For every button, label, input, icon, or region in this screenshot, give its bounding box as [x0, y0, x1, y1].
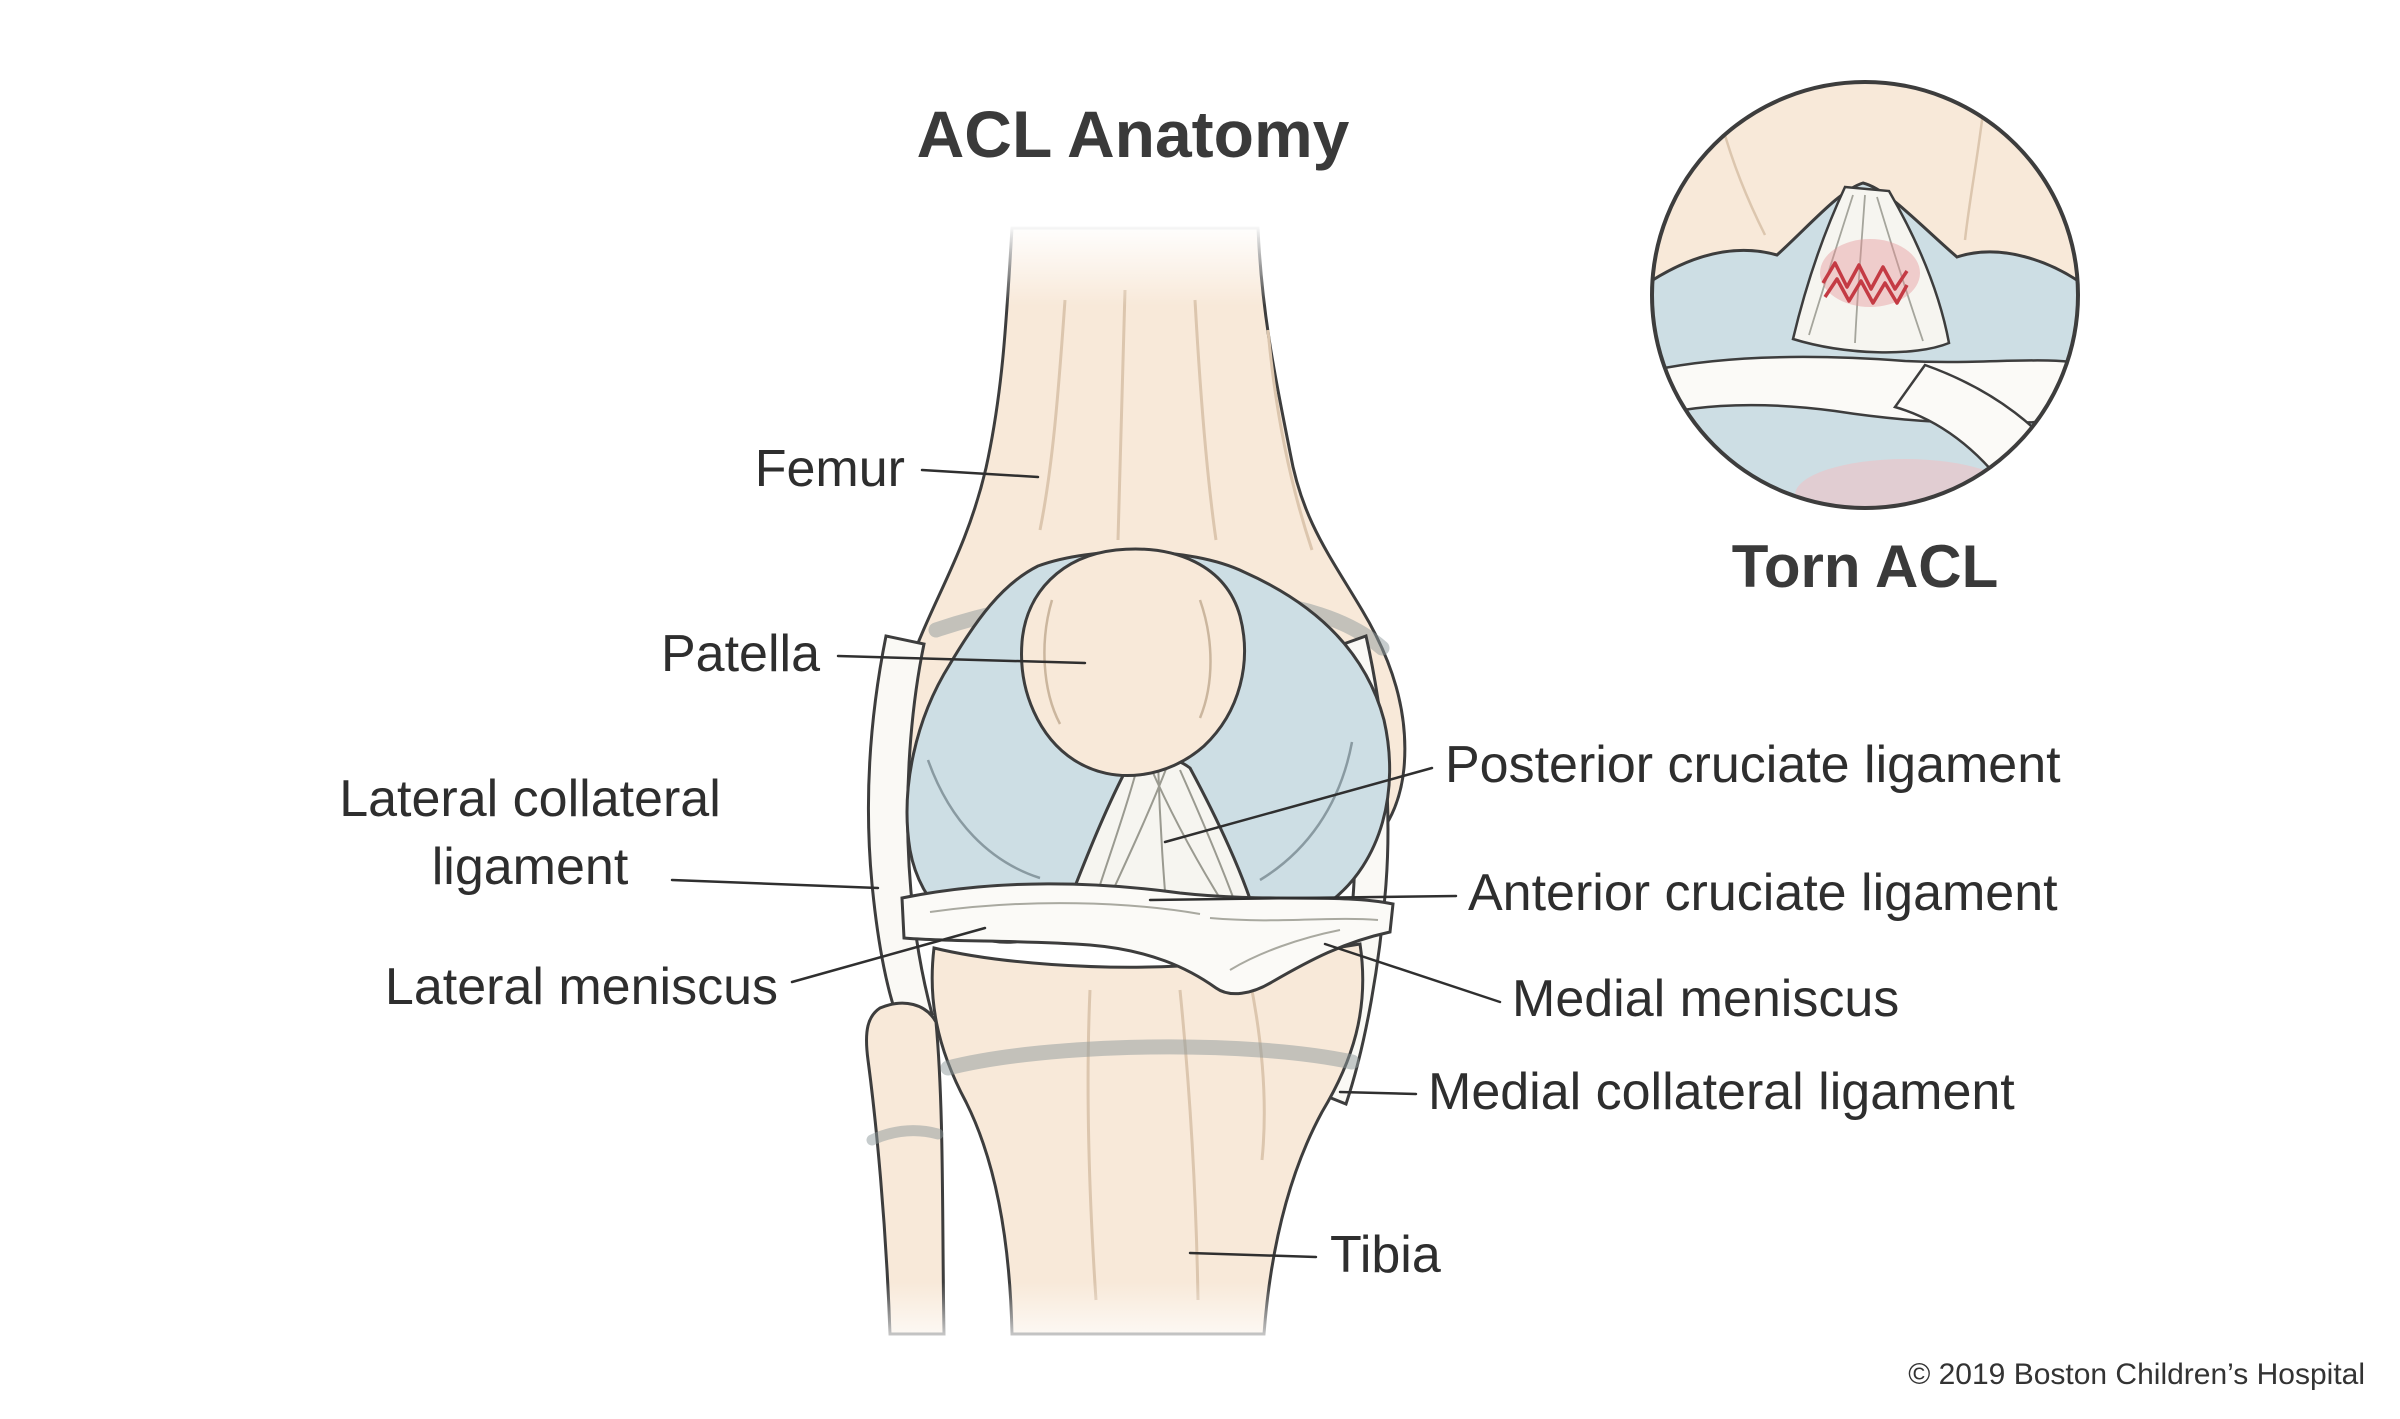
growth-plate-fibula: [866, 1125, 944, 1146]
label-posterior-cruciate-ligament: Posterior cruciate ligament: [1445, 736, 2061, 794]
label-patella: Patella: [661, 625, 820, 683]
torn-acl-inset: [1650, 80, 2080, 510]
leader-lines: [670, 468, 1502, 1259]
label-lateral-collateral-ligament-line2: ligament: [431, 837, 629, 896]
copyright-text: © 2019 Boston Children’s Hospital: [1908, 1358, 2365, 1391]
label-femur: Femur: [754, 440, 905, 498]
tibia-bottom-fade: [850, 1282, 1290, 1357]
leader-line-lateral-collateral-ligament: [670, 878, 880, 890]
inset-lower-glow: [1795, 459, 2015, 508]
leader-line-patella: [836, 654, 1087, 665]
inset-circle-outline: [1650, 80, 2080, 510]
leader-line-anterior-cruciate-ligament: [1148, 894, 1458, 902]
label-lateral-meniscus: Lateral meniscus: [384, 958, 778, 1016]
leader-line-tibia: [1188, 1251, 1318, 1259]
torn-acl-title: Torn ACL: [1731, 533, 1999, 600]
growth-plate-tibia: [940, 1039, 1360, 1076]
meniscus-fiber-lines: [929, 902, 1379, 971]
label-tibia: Tibia: [1330, 1226, 1441, 1284]
tibia-shape: [930, 942, 1365, 1336]
leader-line-medial-collateral-ligament: [1338, 1090, 1418, 1096]
patella-contour-lines: [1043, 599, 1212, 725]
patella-shape: [1020, 547, 1246, 777]
leader-line-posterior-cruciate-ligament: [1163, 766, 1434, 844]
inset-acl-shape: [1791, 185, 1951, 354]
leader-line-femur: [920, 468, 1040, 479]
acl-tear-icon: [1821, 261, 1909, 305]
label-medial-meniscus: Medial meniscus: [1512, 970, 1900, 1028]
femur-fiber-lines: [1038, 289, 1314, 551]
meniscus-shape: [900, 882, 1395, 996]
torn-acl-inset-content: [1652, 82, 2078, 508]
label-medial-collateral-ligament: Medial collateral ligament: [1428, 1063, 2015, 1121]
inset-femur-shape: [1652, 82, 2078, 290]
inset-acl-fibers: [1808, 194, 1924, 344]
condyle-contour-lines: [926, 741, 1354, 882]
leader-line-medial-meniscus: [1323, 942, 1502, 1004]
label-lateral-collateral-ligament: Lateral collateral ligament: [250, 766, 810, 901]
leader-line-lateral-meniscus: [790, 926, 987, 984]
label-anterior-cruciate-ligament: Anterior cruciate ligament: [1468, 864, 2058, 922]
page-title: ACL Anatomy: [916, 97, 1350, 171]
label-lateral-collateral-ligament-line1: Lateral collateral: [339, 770, 721, 828]
knee-illustration: [850, 224, 1407, 1357]
femur-top-fade: [975, 224, 1295, 306]
